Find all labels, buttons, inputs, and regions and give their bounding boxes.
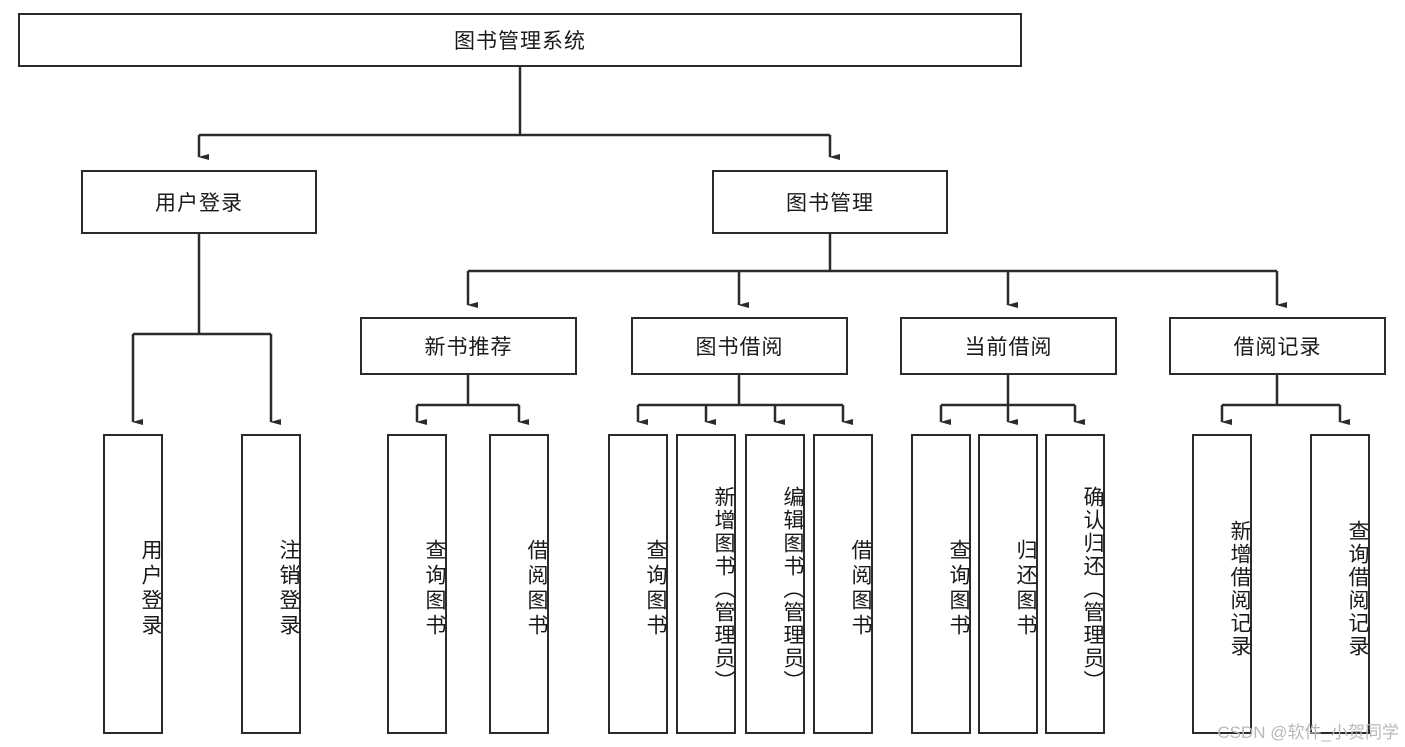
leaf-label: 查询借阅记录: [1346, 520, 1369, 658]
leaf-label: 查询图书: [644, 539, 667, 639]
node-root[interactable]: 图书管理系统: [18, 13, 1022, 67]
node-new-book-recommend[interactable]: 新书推荐: [360, 317, 577, 375]
node-root-label: 图书管理系统: [454, 30, 586, 53]
node-book-management-label: 图书管理: [786, 192, 874, 215]
node-current-borrow-label: 当前借阅: [964, 336, 1053, 359]
leaf-user-login-logout[interactable]: 注销登录: [241, 434, 301, 734]
leaf-label: 借阅图书: [525, 539, 548, 639]
leaf-book-borrow-edit[interactable]: 编辑图书（管理员）: [745, 434, 805, 734]
leaf-new-book-borrow[interactable]: 借阅图书: [489, 434, 549, 734]
csdn-watermark: CSDN @软件_小贺同学: [1217, 723, 1399, 742]
node-user-login-label: 用户登录: [155, 192, 243, 215]
leaf-borrow-record-add[interactable]: 新增借阅记录: [1192, 434, 1252, 734]
leaf-label: 注销登录: [277, 539, 300, 639]
node-borrow-record-label: 借阅记录: [1233, 336, 1322, 359]
node-new-book-recommend-label: 新书推荐: [424, 336, 513, 359]
leaf-book-borrow-borrow[interactable]: 借阅图书: [813, 434, 873, 734]
leaf-label: 新增图书（管理员）: [712, 485, 735, 693]
leaf-book-borrow-query[interactable]: 查询图书: [608, 434, 668, 734]
leaf-current-borrow-confirm-return[interactable]: 确认归还（管理员）: [1045, 434, 1105, 734]
leaf-label: 借阅图书: [849, 539, 872, 639]
node-borrow-record[interactable]: 借阅记录: [1169, 317, 1386, 375]
leaf-label: 编辑图书（管理员）: [781, 485, 804, 693]
leaf-user-login-login[interactable]: 用户登录: [103, 434, 163, 734]
leaf-new-book-query[interactable]: 查询图书: [387, 434, 447, 734]
leaf-label: 用户登录: [139, 539, 162, 639]
node-user-login[interactable]: 用户登录: [81, 170, 317, 234]
node-book-borrow-label: 图书借阅: [695, 336, 784, 359]
node-book-management[interactable]: 图书管理: [712, 170, 948, 234]
leaf-label: 归还图书: [1014, 539, 1037, 639]
leaf-borrow-record-query[interactable]: 查询借阅记录: [1310, 434, 1370, 734]
leaf-label: 查询图书: [947, 539, 970, 639]
leaf-label: 新增借阅记录: [1228, 520, 1251, 658]
node-current-borrow[interactable]: 当前借阅: [900, 317, 1117, 375]
leaf-current-borrow-return[interactable]: 归还图书: [978, 434, 1038, 734]
leaf-current-borrow-query[interactable]: 查询图书: [911, 434, 971, 734]
leaf-book-borrow-add[interactable]: 新增图书（管理员）: [676, 434, 736, 734]
leaf-label: 查询图书: [423, 539, 446, 639]
leaf-label: 确认归还（管理员）: [1081, 485, 1104, 693]
node-book-borrow[interactable]: 图书借阅: [631, 317, 848, 375]
